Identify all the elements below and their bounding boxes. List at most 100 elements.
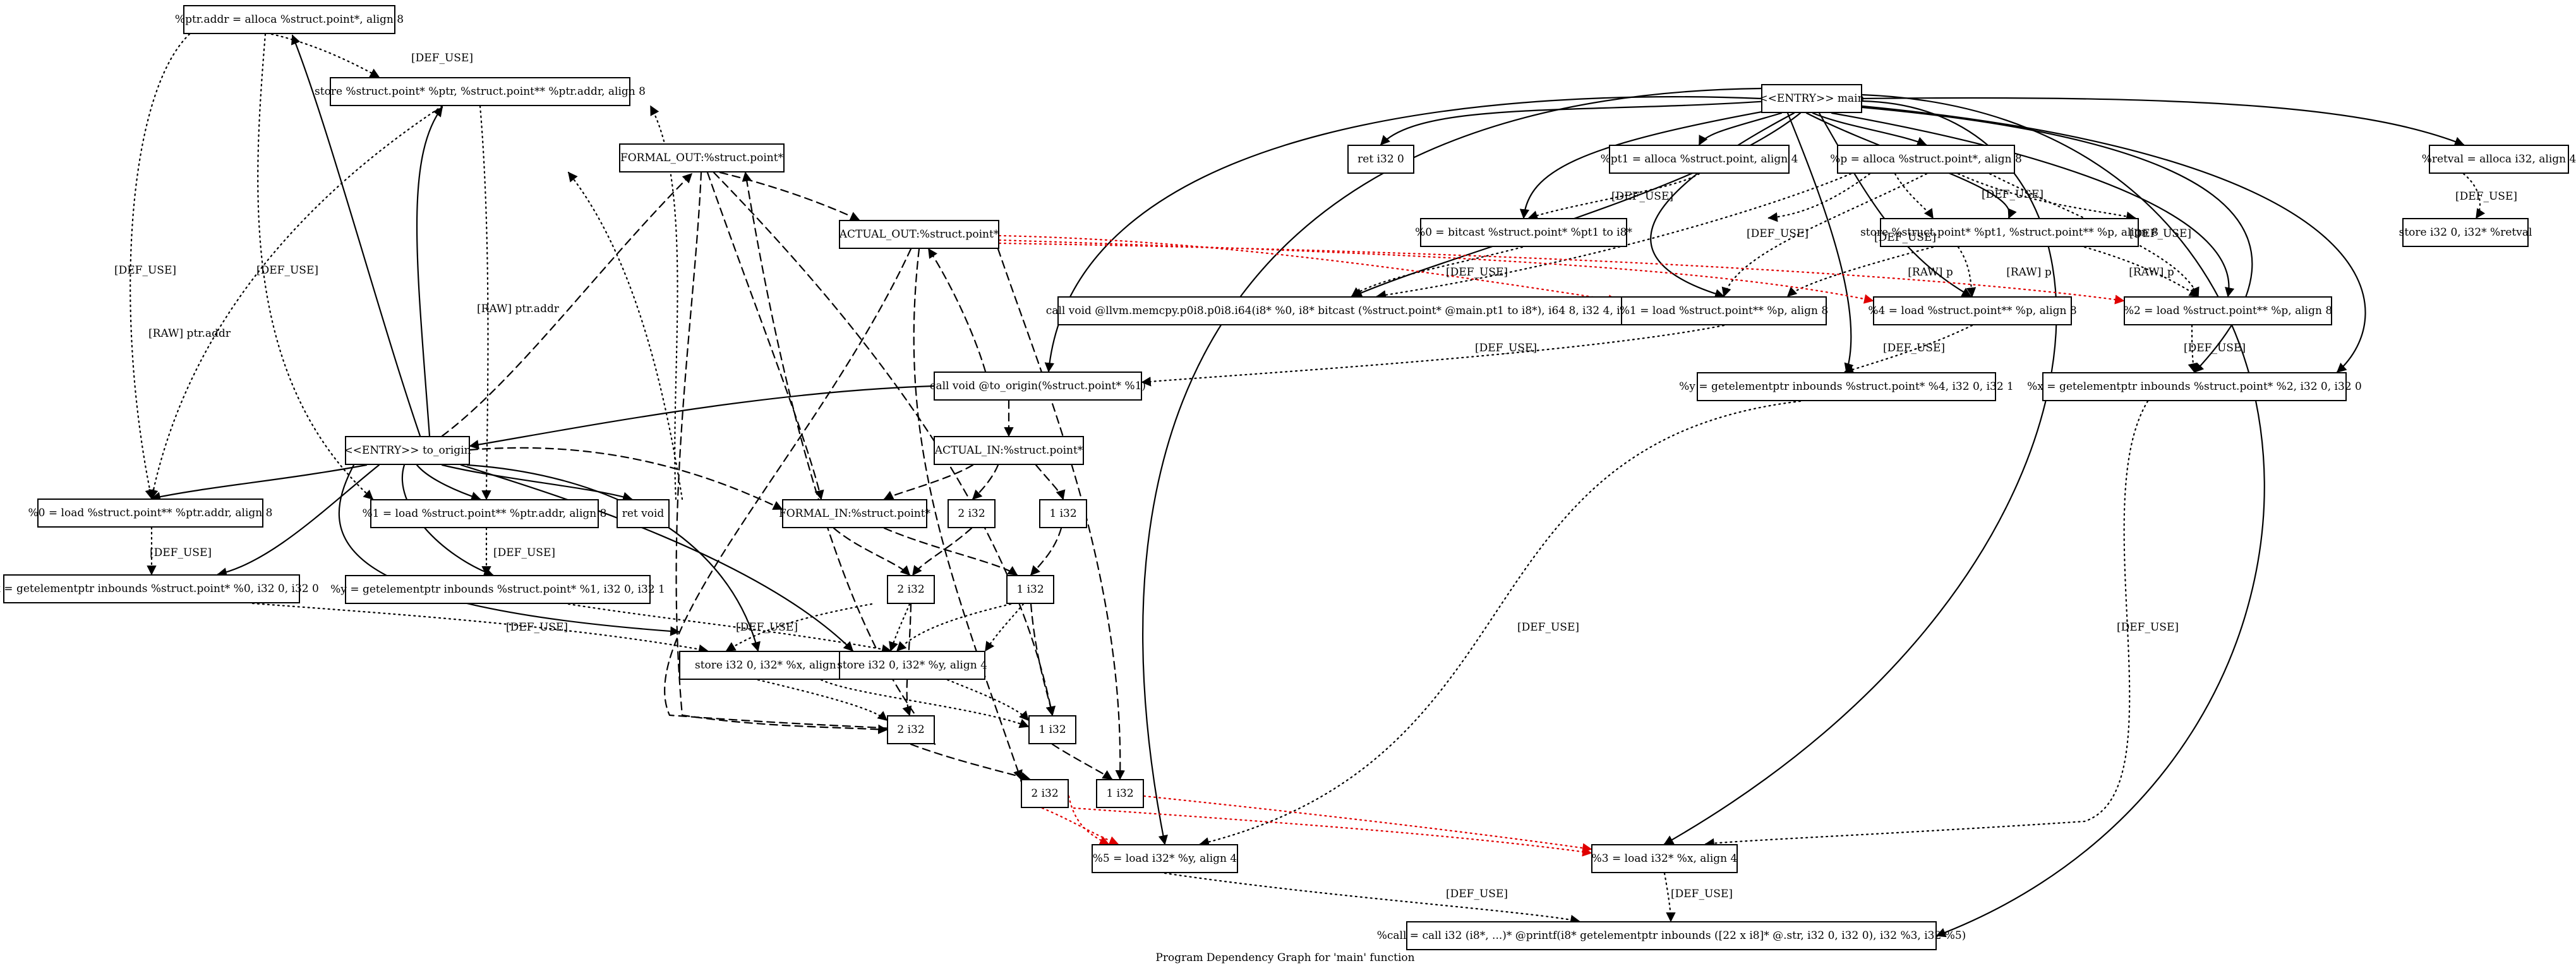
data-dependence-edge: [1894, 172, 1934, 219]
edge-label-def-use: [DEF_USE]: [1874, 231, 1936, 244]
data-dependence-edge: [820, 679, 1030, 728]
control-dependence-edge: [460, 464, 854, 652]
edge-label-def-use: [DEF_USE]: [2117, 621, 2179, 634]
data-dependence-edge: [1767, 172, 1871, 222]
control-dependence-edge: [1663, 100, 2057, 845]
node-load-1-p: %1 = load %struct.point** %p, align 8: [1620, 296, 1828, 325]
data-dependence-edge: [889, 603, 911, 652]
data-dependence-edge: [1721, 172, 1928, 298]
param-out-data-edge: [1041, 807, 1119, 845]
data-dependence-edge: [984, 603, 1025, 652]
node-call-printf: %call = call i32 (i8*, ...)* @printf(i8*…: [1377, 921, 1966, 950]
parameter-edge: [469, 447, 783, 511]
parameter-edge: [1030, 527, 1062, 576]
data-dependence-edge: [1663, 872, 1676, 922]
parameter-edge: [713, 171, 1056, 716]
data-dependence-edge: [2462, 172, 2486, 219]
parameter-edge: [1035, 464, 1066, 500]
edge-label-def-use: [DEF_USE]: [1671, 888, 1733, 900]
parameter-edge: [972, 464, 999, 500]
edge-label-raw-p: [RAW] p: [1908, 266, 1953, 279]
edge-label-raw-p: [RAW] p: [2006, 266, 2052, 279]
node-gep-x-to-origin: %x = getelementptr inbounds %struct.poin…: [0, 574, 319, 603]
control-dependence-edge: [1044, 96, 1762, 373]
node-formal-out-2-i32: 2 i32: [887, 715, 935, 744]
parameter-edge: [910, 743, 1031, 782]
param-out-data-edge: [1143, 795, 1592, 853]
control-dependence-edge: [291, 34, 421, 437]
edge-label-def-use: [DEF_USE]: [1883, 342, 1945, 354]
data-dependence-edge: [1376, 172, 1852, 300]
node-load-0-ptr-addr: %0 = load %struct.point** %ptr.addr, ali…: [28, 499, 272, 528]
edge-label-def-use: [DEF_USE]: [736, 621, 798, 634]
node-actual-in-2-i32: 2 i32: [948, 499, 996, 528]
data-dependence-edge: [1843, 324, 1973, 375]
param-out-data-edge: [1073, 807, 1592, 857]
parameter-edge: [883, 527, 1018, 576]
node-gep-y-main: %y = getelementptr inbounds %struct.poin…: [1679, 372, 2014, 401]
node-gep-x-main: %x = getelementptr inbounds %struct.poin…: [2027, 372, 2362, 401]
node-ptr-addr-alloca: %ptr.addr = alloca %struct.point*, align…: [175, 5, 404, 34]
data-dependence-edge: [1164, 872, 1580, 925]
control-dependence-edge: [217, 464, 380, 577]
node-load-1-ptr-addr: %1 = load %struct.point** %ptr.addr, ali…: [363, 499, 606, 528]
parameter-edge: [441, 172, 693, 437]
data-dependence-edge: [1199, 400, 1802, 847]
control-dependence-edge: [1861, 94, 2265, 938]
edge-label-def-use: [DEF_USE]: [493, 547, 555, 559]
control-dependence-edge: [338, 464, 680, 636]
node-entry-to-origin: <<ENTRY>> to_origin: [344, 436, 471, 465]
control-dependence-edge: [469, 385, 935, 450]
control-dependence-edge: [1812, 112, 1927, 147]
data-dependence-edge: [270, 33, 380, 78]
edge-label-def-use: [DEF_USE]: [506, 621, 568, 634]
node-load-2-p: %2 = load %struct.point** %p, align 8: [2124, 296, 2332, 325]
node-formal-in-2-i32: 2 i32: [887, 575, 935, 604]
control-dependence-edge: [441, 464, 633, 502]
edge-label-raw-p: [RAW] p: [2129, 266, 2174, 279]
param-out-data-edge: [998, 239, 1874, 304]
edge-label-def-use: [DEF_USE]: [114, 264, 176, 277]
control-dependence-edge: [416, 106, 443, 437]
data-dependence-edge: [1957, 172, 2136, 222]
data-dependence-edge: [1141, 324, 1725, 387]
edge-label-raw-ptr-addr: [RAW] ptr.addr: [148, 327, 231, 340]
parameter-edge: [833, 527, 911, 576]
node-gep-y-to-origin: %y = getelementptr inbounds %struct.poin…: [330, 575, 665, 604]
edge-label-raw-ptr-addr: [RAW] ptr.addr: [477, 303, 559, 315]
node-store-y: store i32 0, i32* %y, align 4: [837, 651, 987, 680]
parameter-edge: [664, 248, 912, 734]
data-dependence-edge: [757, 679, 888, 722]
node-formal-in-1-i32: 1 i32: [1006, 575, 1054, 604]
node-formal-out-1-i32: 1 i32: [1028, 715, 1076, 744]
graph-title: Program Dependency Graph for 'main' func…: [1155, 952, 1415, 964]
edge-label-def-use: [DEF_USE]: [1475, 342, 1537, 354]
node-load-4-p: %4 = load %struct.point** %p, align 8: [1868, 296, 2077, 325]
parameter-edge: [997, 248, 1125, 780]
node-bitcast: %0 = bitcast %struct.point* %pt1 to i8*: [1415, 218, 1632, 247]
parameter-edge: [913, 248, 1023, 780]
control-dependence-edge: [1861, 105, 2366, 373]
control-dependence-edge: [1142, 87, 1762, 845]
node-actual-out: ACTUAL_OUT:%struct.point*: [839, 220, 999, 249]
edge-label-def-use: [DEF_USE]: [150, 547, 212, 559]
node-actual-in: ACTUAL_IN:%struct.point*: [934, 436, 1084, 465]
node-store-pt1: store %struct.point* %pt1, %struct.point…: [1860, 218, 2158, 247]
edge-label-def-use: [DEF_USE]: [1747, 227, 1809, 240]
data-dependence-edge: [896, 603, 1012, 652]
parameter-edge: [912, 527, 973, 576]
node-memcpy-call: call void @llvm.memcpy.p0i8.p0i8.i64(i8*…: [1046, 296, 1660, 325]
data-dependence-edge: [1957, 246, 1977, 298]
edge-label-def-use: [DEF_USE]: [2455, 190, 2517, 203]
edge-label-def-use: [DEF_USE]: [2184, 342, 2246, 354]
control-dependence-edge: [1786, 112, 1854, 373]
node-store-ptr: store %struct.point* %ptr, %struct.point…: [315, 77, 646, 106]
node-pt1-alloca: %pt1 = alloca %struct.point, align 4: [1601, 145, 1798, 174]
node-ret-void: ret void: [617, 499, 670, 528]
edge-label-def-use: [DEF_USE]: [256, 264, 318, 277]
node-formal-out: FORMAL_OUT:%struct.point*: [619, 143, 785, 172]
edge-label-def-use: [DEF_USE]: [1517, 621, 1579, 634]
control-dependence-edge: [150, 464, 368, 502]
node-entry-main: <<ENTRY>> main: [1759, 84, 1865, 113]
